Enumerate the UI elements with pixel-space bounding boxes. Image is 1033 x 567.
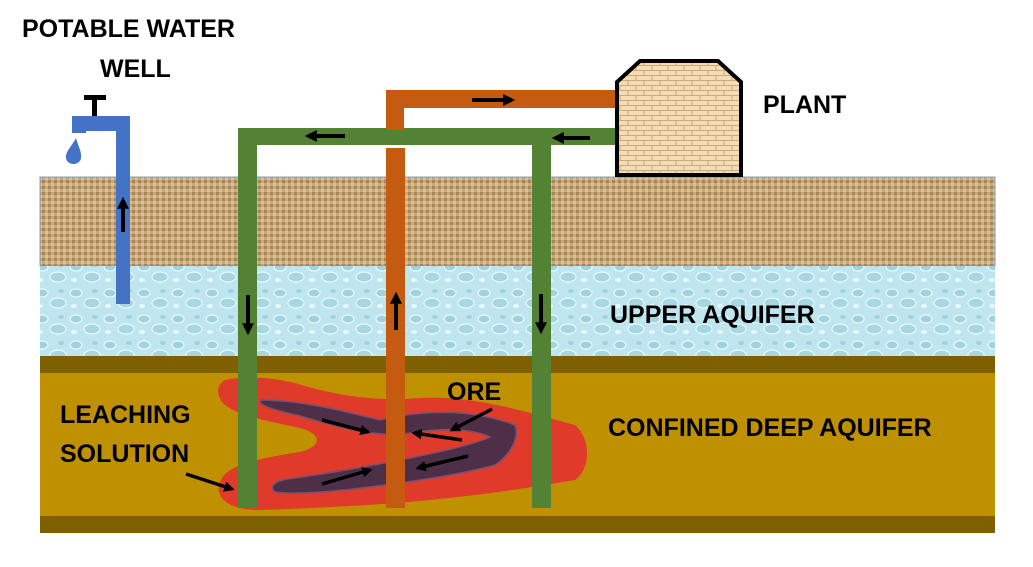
label-upper-aquifer: UPPER AQUIFER	[610, 301, 815, 329]
label-confined-deep-aquifer: CONFINED DEEP AQUIFER	[608, 414, 932, 442]
upper-aquifer-layer	[40, 266, 995, 356]
water-drop-icon	[65, 138, 82, 164]
label-well: WELL	[100, 55, 171, 83]
plant-building	[615, 59, 743, 177]
label-ore: ORE	[447, 378, 501, 406]
recovery-pipe	[386, 90, 620, 130]
ore-leader-line	[449, 407, 493, 432]
lower-confining-layer	[40, 516, 995, 533]
upper-confining-layer	[40, 356, 995, 373]
label-solution: SOLUTION	[60, 440, 189, 468]
potable-water-well	[65, 95, 130, 304]
subsurface-arrow-2	[321, 467, 373, 486]
subsurface-arrow-4	[415, 454, 469, 472]
subsurface-arrow-1	[321, 418, 371, 436]
well-tap-stem	[92, 99, 97, 117]
injection-pipe-top	[238, 128, 618, 145]
subsurface-arrow-3	[411, 428, 463, 442]
well-tap-handle	[84, 95, 106, 100]
well-pipe	[72, 116, 130, 304]
soil-layer	[39, 176, 996, 267]
label-potable-water: POTABLE WATER	[22, 15, 235, 43]
label-leaching: LEACHING	[60, 401, 191, 429]
leaching-leader-line	[185, 472, 235, 492]
label-plant: PLANT	[763, 91, 846, 119]
